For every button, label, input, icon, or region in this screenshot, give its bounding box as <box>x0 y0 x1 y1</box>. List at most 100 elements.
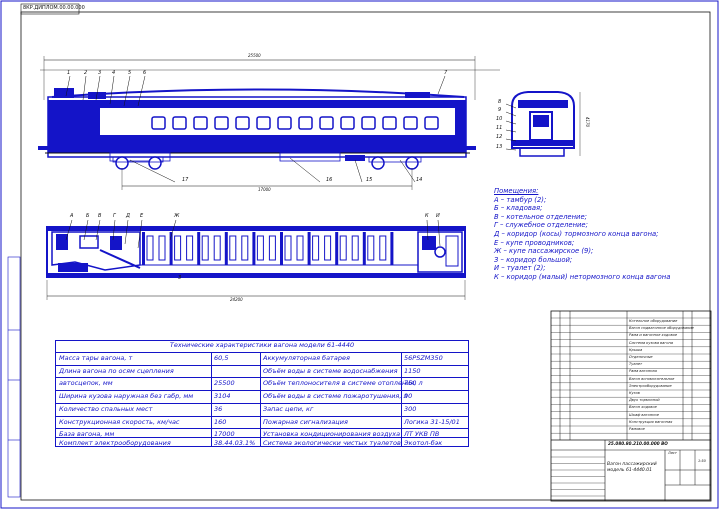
spec-table: Технические характеристики вагона модели… <box>55 340 469 447</box>
top-stamp-code: 8КР.ДИПЛОМ.00.00.000 <box>23 5 85 11</box>
berth <box>241 235 249 261</box>
compartment-wall <box>307 232 311 265</box>
side-window <box>361 116 376 130</box>
room-z: З – коридор большой; <box>494 255 573 264</box>
berth <box>213 235 221 261</box>
side-window <box>298 116 313 130</box>
compartment-wall <box>224 232 228 265</box>
parts-list-item: Кузов <box>629 391 640 395</box>
rooms-title: Помещения: <box>494 187 539 195</box>
doc-name: Вагон пассажирский модель 61-4440.01 <box>607 462 657 473</box>
plan-callout-g: Г <box>113 213 116 219</box>
parts-list-item: Котельное оборудование <box>629 319 678 323</box>
callout-9: 9 <box>498 107 502 113</box>
berth <box>256 235 264 261</box>
end-view <box>505 91 581 157</box>
plan-callout-z: З <box>178 275 182 281</box>
compartment-wall <box>390 232 394 265</box>
callout-10: 10 <box>496 116 503 122</box>
berth <box>186 235 194 261</box>
compartment-wall <box>169 232 173 265</box>
berth <box>284 235 292 261</box>
plan-callout-b: Б <box>86 213 90 219</box>
parts-list-item: Электрооборудование <box>629 383 672 388</box>
dim-base: 17000 <box>258 187 271 192</box>
callout-17: 17 <box>182 177 189 183</box>
room-k: К – коридор (малый) нетормозного конца в… <box>494 272 671 281</box>
callout-13: 13 <box>496 144 503 150</box>
callout-5: 5 <box>128 70 132 76</box>
side-window <box>235 116 250 130</box>
parts-list-item: Шкаф вагонное <box>629 412 659 417</box>
room-g: Г – служебное отделение; <box>494 221 588 230</box>
side-window <box>424 116 439 130</box>
berth <box>324 235 332 261</box>
plan-callout-a: А <box>70 213 74 219</box>
doc-code: 25.080.80.210.00.000 ВО <box>608 441 668 446</box>
side-window <box>340 116 355 130</box>
compartment-wall <box>335 232 339 265</box>
parts-list-item: Туалет <box>629 362 643 367</box>
callout-8: 8 <box>498 99 502 105</box>
callout-11: 11 <box>496 125 503 131</box>
berth <box>229 235 237 261</box>
compartment-wall <box>142 232 145 265</box>
callout-1: 1 <box>67 70 71 76</box>
spec-title: Технические характеристики вагона модели… <box>169 341 355 349</box>
berth <box>146 235 154 261</box>
plan-callout-zh: Ж <box>174 213 180 219</box>
plan-callout-e: Е <box>140 213 144 219</box>
top-stamp-box <box>20 3 80 15</box>
side-window <box>256 116 271 130</box>
dim-overall: 25500 <box>248 53 261 58</box>
compartment-wall <box>280 232 283 265</box>
compartment-wall <box>252 232 256 265</box>
berth <box>312 235 320 261</box>
room-zh: Ж – купе пассажирское (9); <box>494 247 594 256</box>
berth <box>367 235 375 261</box>
parts-list-item: Вагон вспомогательное <box>629 376 675 381</box>
parts-list-item: Рамовое <box>629 427 645 431</box>
dim-height: 4170 <box>585 116 591 128</box>
spec-row: Длина вагона по осям сцепления Объём вод… <box>56 364 468 375</box>
side-view <box>38 56 500 190</box>
room-v: В – котельное отделение; <box>494 212 587 221</box>
callout-16: 16 <box>326 177 333 183</box>
callout-14: 14 <box>416 177 423 183</box>
plan-view <box>46 219 466 300</box>
sheet-label: Лист <box>668 451 677 455</box>
berth <box>158 235 166 261</box>
room-b: Б – кладовая; <box>494 204 543 213</box>
callout-2: 2 <box>84 70 88 76</box>
room-i: И – туалет (2); <box>494 264 546 273</box>
plan-callout-k: К <box>425 213 429 219</box>
side-window <box>172 116 187 130</box>
berth <box>379 235 387 261</box>
parts-list-item: Конструкция вагонная <box>629 419 673 424</box>
berth <box>174 235 182 261</box>
plan-callout-i: И <box>436 213 440 219</box>
side-window <box>193 116 208 130</box>
callout-12: 12 <box>496 134 503 140</box>
side-window <box>403 116 418 130</box>
berth <box>351 235 359 261</box>
callout-6: 6 <box>143 70 147 76</box>
parts-list-item: Рама и вагонное ходовое <box>629 333 678 338</box>
plan-callout-d: Д <box>126 213 130 219</box>
parts-list-item: Крыша <box>629 347 643 352</box>
side-window <box>214 116 229 130</box>
compartment-wall <box>362 232 366 265</box>
side-window <box>277 116 292 130</box>
parts-list-item: Двух тормозной <box>629 398 660 403</box>
parts-list-item: Система кузова вагона <box>629 340 674 345</box>
side-window <box>319 116 334 130</box>
